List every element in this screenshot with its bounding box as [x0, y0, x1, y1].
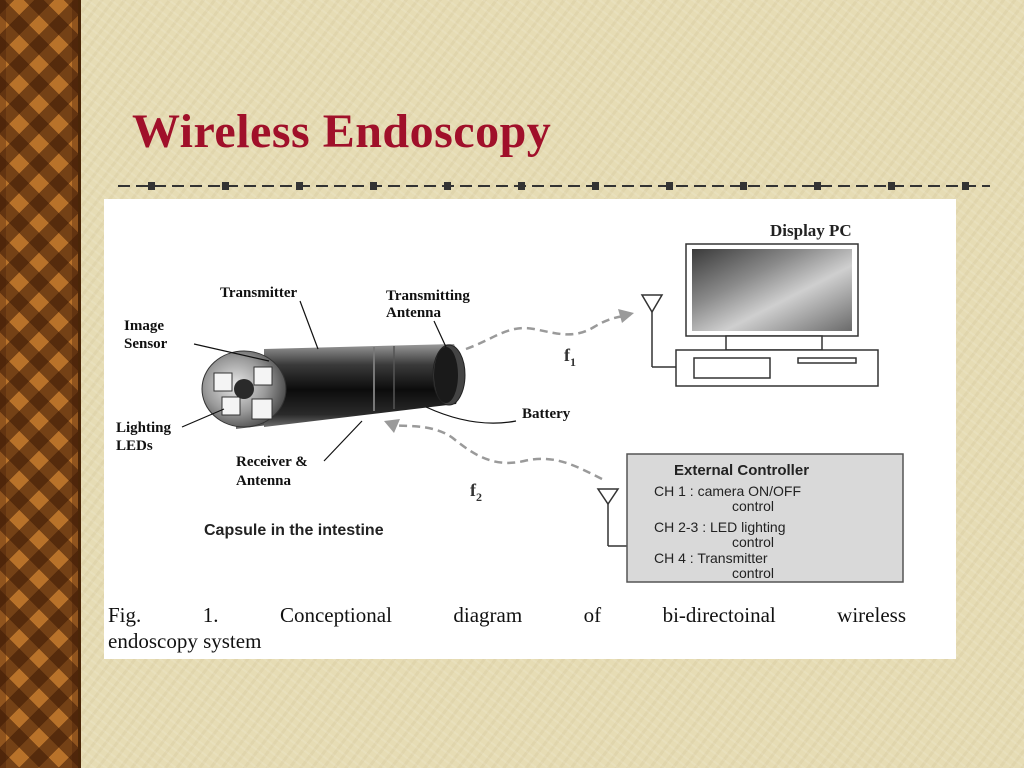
antenna-leader-line	[433, 320, 447, 348]
controller-line: CH 2-3 : LED lighting	[654, 519, 786, 535]
lighting-leds-label-line2: LEDs	[116, 438, 153, 454]
pc-antenna-icon	[640, 294, 676, 368]
controller-line: control	[732, 565, 774, 581]
figure-caption-line2: endoscopy system	[108, 629, 262, 653]
transmitting-antenna-label-line1: Transmitting	[386, 288, 470, 304]
monitor-screen	[692, 249, 852, 331]
dashed-divider	[118, 182, 990, 190]
capsule-caption: Capsule in the intestine	[204, 522, 384, 539]
controller-line: control	[732, 498, 774, 514]
transmitter-label: Transmitter	[220, 285, 298, 301]
image-sensor-label-line1: Image	[124, 318, 164, 334]
decorative-side-strip	[0, 0, 81, 768]
controller-title: External Controller	[674, 462, 809, 479]
battery-leader-line	[425, 406, 517, 424]
receiver-antenna-label-line2: Antenna	[236, 473, 292, 489]
monitor-stand	[725, 335, 823, 351]
battery-label: Battery	[522, 406, 571, 422]
external-controller-box	[626, 453, 904, 583]
pc-drive-bay	[693, 357, 771, 379]
display-pc-label: Display PC	[770, 221, 852, 240]
controller-line: control	[732, 534, 774, 550]
signal-arrow-f1	[618, 309, 634, 323]
controller-line: CH 4 : Transmitter	[654, 550, 768, 566]
signal-wave-f1	[465, 313, 631, 351]
signal-arrow-f2	[384, 419, 400, 433]
slide-title: Wireless Endoscopy	[132, 105, 552, 158]
lighting-leds-label-line1: Lighting	[116, 420, 172, 436]
controller-antenna-icon	[596, 488, 627, 547]
receiver-antenna-label-line1: Receiver &	[236, 454, 308, 470]
capsule-illustration	[201, 344, 466, 429]
signal-wave-f2	[391, 423, 603, 481]
receiver-leader-line	[323, 420, 363, 462]
figure-panel: Display PC f1	[104, 199, 956, 659]
system-diagram: Display PC f1	[116, 221, 904, 583]
f1-label: f1	[564, 345, 576, 369]
f2-label: f2	[470, 480, 482, 504]
pc-slot	[797, 357, 857, 364]
transmitting-antenna-label-line2: Antenna	[386, 305, 442, 321]
transmitter-leader-line	[299, 300, 319, 350]
controller-line: CH 1 : camera ON/OFF	[654, 483, 801, 499]
leds-leader-line	[181, 408, 225, 428]
image-sensor-leader-line	[193, 343, 270, 362]
figure-caption-line1: Fig. 1. Conceptional diagram of bi-direc…	[108, 603, 906, 627]
image-sensor-label-line2: Sensor	[124, 336, 168, 352]
